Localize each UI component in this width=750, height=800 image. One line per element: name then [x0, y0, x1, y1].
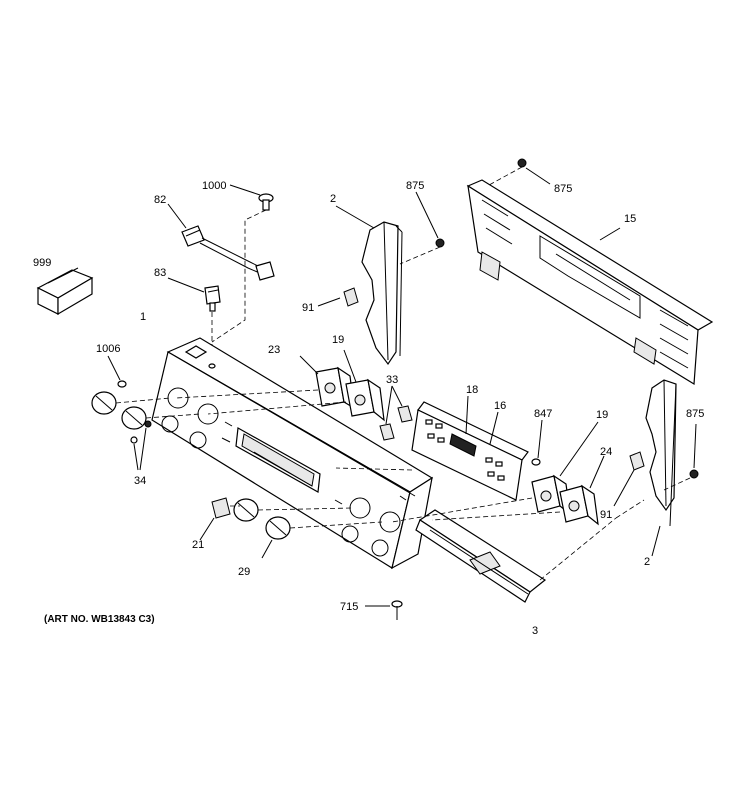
label-24: 24 — [600, 446, 612, 458]
part-19a-switch — [207, 349, 385, 422]
label-18: 18 — [466, 384, 478, 396]
label-1006: 1006 — [96, 343, 120, 355]
label-23: 23 — [268, 344, 280, 356]
label-715: 715 — [340, 601, 358, 613]
part-1000-screw — [229, 184, 274, 211]
part-1006-clip — [107, 355, 127, 388]
label-34: 34 — [134, 475, 146, 487]
part-91b-latch — [613, 451, 645, 507]
part-82-wire-harness — [167, 203, 275, 281]
label-16: 16 — [494, 400, 506, 412]
label-875b: 875 — [554, 183, 572, 195]
callout-labels: 1000 82 999 83 1006 1 23 19 33 34 21 29 … — [33, 180, 704, 637]
part-34-spring — [130, 420, 152, 471]
label-21: 21 — [192, 539, 204, 551]
part-999-box — [36, 267, 94, 316]
label-875c: 875 — [686, 408, 704, 420]
label-91b: 91 — [600, 509, 612, 521]
label-15: 15 — [624, 213, 636, 225]
part-83-switch — [167, 277, 221, 312]
label-83: 83 — [154, 267, 166, 279]
part-875a-screw — [399, 191, 445, 265]
label-2b: 2 — [644, 556, 650, 568]
part-2b-bracket — [645, 379, 677, 557]
part-875b-screw — [479, 158, 551, 191]
label-91a: 91 — [302, 302, 314, 314]
label-875a: 875 — [406, 180, 424, 192]
part-29-knobs — [91, 391, 383, 559]
part-24-switch — [431, 455, 605, 526]
art-number: (ART NO. WB13843 C3) — [44, 614, 155, 625]
part-1-control-panel — [151, 337, 434, 570]
part-875c-screw — [663, 423, 699, 491]
label-19a: 19 — [332, 334, 344, 346]
label-999: 999 — [33, 257, 51, 269]
part-15-back-panel — [466, 179, 714, 386]
part-3-trim — [415, 509, 547, 603]
label-82: 82 — [154, 194, 166, 206]
label-33: 33 — [386, 374, 398, 386]
label-2a: 2 — [330, 193, 336, 205]
label-3: 3 — [532, 625, 538, 637]
part-847-screw — [531, 419, 543, 466]
label-19b: 19 — [596, 409, 608, 421]
label-847: 847 — [534, 408, 552, 420]
part-33-clips — [379, 385, 413, 441]
label-1: 1 — [140, 311, 146, 323]
label-29: 29 — [238, 566, 250, 578]
part-21-knob-insert — [199, 497, 240, 541]
label-1000: 1000 — [202, 180, 226, 192]
part-16-control-board — [335, 395, 529, 501]
part-91a-latch — [317, 287, 359, 307]
part-2a-bracket — [335, 205, 403, 366]
part-715-screw — [365, 600, 403, 620]
